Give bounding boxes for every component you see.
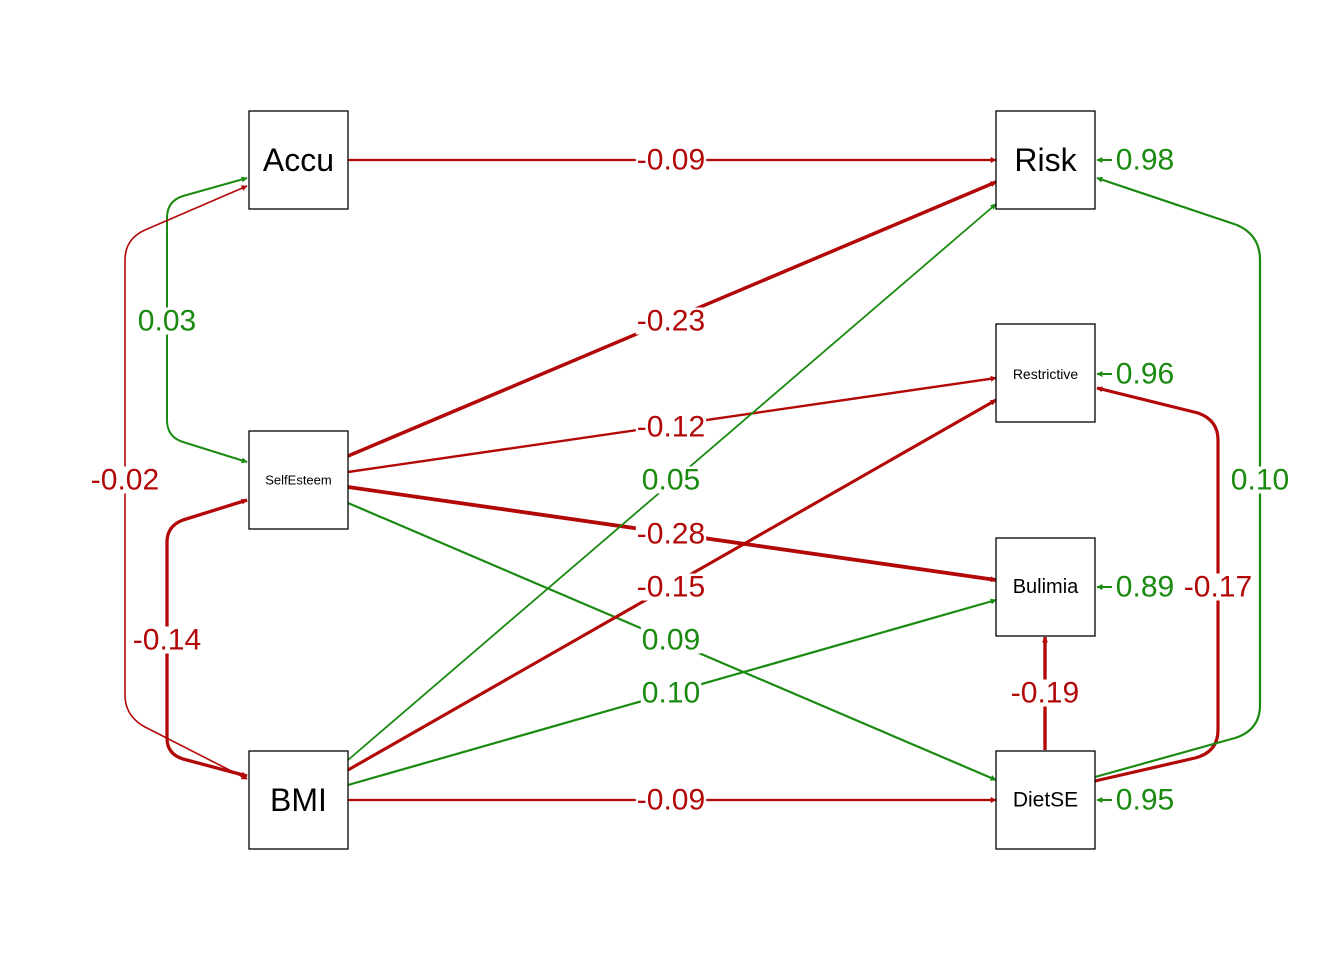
label-dietse-bulimia: -0.19	[1011, 677, 1079, 710]
nodes: Accu SelfEsteem BMI Risk Restrictive Bul…	[248, 110, 1096, 850]
label-accu-risk: -0.09	[637, 144, 705, 177]
label-halo	[635, 413, 707, 441]
node-selfesteem: SelfEsteem	[248, 430, 349, 530]
node-label-bulimia: Bulimia	[1013, 576, 1079, 598]
label-residual-risk: 0.98	[1116, 144, 1174, 177]
label-residual-bulimia: 0.89	[1116, 571, 1174, 604]
label-halo	[635, 307, 707, 335]
node-label-bmi: BMI	[270, 782, 327, 818]
label-halo	[136, 307, 198, 335]
label-halo	[635, 786, 707, 814]
label-bmi-bulimia: 0.10	[642, 677, 700, 710]
label-halo	[635, 146, 707, 174]
label-residual-restrictive: 0.96	[1116, 358, 1174, 391]
label-halo	[89, 466, 161, 494]
label-cov-selfesteem-bmi: -0.14	[133, 624, 201, 657]
label-halo	[1009, 679, 1081, 707]
edge-labels: -0.09 -0.23 -0.12 -0.28 0.09 0.05 -0.15 …	[91, 144, 1289, 817]
node-label-dietse: DietSE	[1013, 789, 1078, 812]
label-bmi-dietse: -0.09	[637, 784, 705, 817]
label-halo	[1114, 360, 1176, 388]
label-halo	[640, 466, 702, 494]
node-risk: Risk	[995, 110, 1096, 210]
label-halo	[131, 626, 203, 654]
label-dietse-restrictive: -0.17	[1184, 571, 1252, 604]
label-halo	[635, 520, 707, 548]
label-halo	[1114, 786, 1176, 814]
node-label-restrictive: Restrictive	[1013, 366, 1079, 382]
node-restrictive: Restrictive	[995, 323, 1096, 423]
label-cov-accu-bmi: -0.02	[91, 464, 159, 497]
node-label-selfesteem: SelfEsteem	[265, 473, 331, 488]
label-halo	[1229, 466, 1291, 494]
node-dietse: DietSE	[995, 750, 1096, 850]
label-cov-accu-selfesteem: 0.03	[138, 305, 196, 338]
node-accu: Accu	[248, 110, 349, 210]
label-residual-dietse: 0.95	[1116, 784, 1174, 817]
label-selfesteem-dietse: 0.09	[642, 624, 700, 657]
node-bmi: BMI	[248, 750, 349, 850]
node-label-accu: Accu	[263, 142, 334, 178]
label-halo	[1114, 146, 1176, 174]
label-halo	[640, 626, 702, 654]
node-bulimia: Bulimia	[995, 537, 1096, 637]
label-halo	[1182, 573, 1254, 601]
label-selfesteem-bulimia: -0.28	[637, 518, 705, 551]
label-halos	[89, 146, 1291, 814]
label-halo	[640, 679, 702, 707]
node-label-risk: Risk	[1014, 142, 1077, 178]
label-selfesteem-restrictive: -0.12	[637, 411, 705, 444]
label-halo	[1114, 573, 1176, 601]
label-selfesteem-risk: -0.23	[637, 305, 705, 338]
label-bmi-risk: 0.05	[642, 464, 700, 497]
label-bmi-restrictive: -0.15	[637, 571, 705, 604]
label-dietse-risk: 0.10	[1231, 464, 1289, 497]
label-halo	[635, 573, 707, 601]
